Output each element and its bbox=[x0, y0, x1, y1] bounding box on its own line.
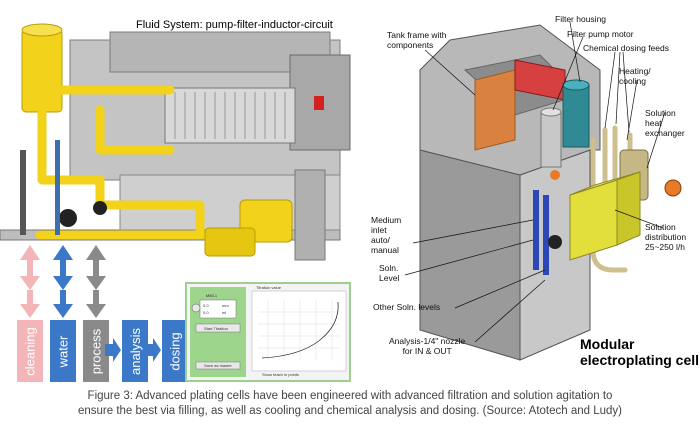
inlet-valve-knob bbox=[548, 235, 562, 249]
modular-cell-title: Modular electroplating cell bbox=[580, 336, 699, 368]
process-arrows bbox=[86, 245, 106, 318]
chart-grid bbox=[258, 300, 340, 360]
start-titration-button bbox=[195, 323, 241, 333]
filter-housing-cylinder bbox=[562, 84, 590, 148]
caption-line1: Figure 3: Advanced plating cells have be… bbox=[87, 390, 613, 402]
analysis-box bbox=[122, 320, 148, 382]
fluid-system-title: Fluid System: pump-filter-inductor-circu… bbox=[136, 19, 333, 31]
panel-unit2: ml bbox=[222, 310, 227, 315]
electroplating-cell-figure: Tank frame with components Filter housin… bbox=[365, 0, 700, 386]
leader-lines bbox=[404, 21, 666, 343]
small-orange-valve bbox=[550, 170, 560, 180]
arrow-right-2 bbox=[146, 338, 161, 362]
support-rod-1 bbox=[20, 150, 26, 235]
label-filter-pump-motor: Filter pump motor bbox=[567, 29, 634, 39]
panel-unit1: mm bbox=[222, 303, 229, 308]
tank-left-face bbox=[419, 149, 521, 361]
label-filter-housing: Filter housing bbox=[555, 14, 607, 24]
water-arrows bbox=[53, 245, 73, 318]
water-label: water bbox=[55, 335, 71, 367]
gauge-icon bbox=[191, 303, 201, 313]
modular-title-line2: electroplating cell bbox=[580, 352, 700, 368]
label-solution-heat-exchanger: Solution heat exchanger bbox=[645, 108, 685, 138]
analysis-label: analysis bbox=[127, 327, 143, 375]
show-points-checkbox[interactable]: Show teach in points bbox=[262, 372, 299, 377]
panel-box-id: M83.1 bbox=[206, 293, 218, 298]
valve-knob-1 bbox=[59, 209, 77, 227]
save-master-button bbox=[195, 361, 241, 370]
titration-curve bbox=[261, 301, 339, 359]
support-rod-2 bbox=[55, 140, 60, 235]
water-box bbox=[50, 320, 76, 382]
chart-title: Titration value bbox=[256, 285, 281, 290]
yellow-tank bbox=[21, 29, 63, 113]
fluid-system-illustration bbox=[0, 23, 351, 382]
process-label: process bbox=[88, 328, 104, 374]
level-tube-1 bbox=[533, 190, 539, 270]
dosing-label: dosing bbox=[167, 331, 183, 371]
orange-anode bbox=[474, 69, 516, 151]
figure-caption: Figure 3: Advanced plating cells have be… bbox=[0, 389, 700, 419]
heat-exchanger-valve bbox=[664, 179, 682, 197]
label-tank-frame: Tank frame with components bbox=[387, 30, 447, 50]
valve-knob-2 bbox=[93, 201, 107, 215]
pump-motor-cylinder bbox=[540, 111, 562, 168]
label-other-soln-levels: Other Soln. levels bbox=[373, 302, 441, 312]
filter-ribs bbox=[174, 92, 286, 139]
save-master-label[interactable]: Save as master bbox=[204, 363, 232, 368]
modular-title-line1: Modular bbox=[580, 336, 635, 352]
cleaning-label-box: cleaning bbox=[17, 320, 43, 382]
red-valve bbox=[314, 96, 324, 110]
caption-line2: ensure the best via filling, as well as … bbox=[77, 405, 622, 417]
label-chemical-dosing: Chemical dosing feeds bbox=[583, 43, 669, 53]
electroplating-cell-illustration bbox=[404, 21, 682, 361]
machine-right-leg bbox=[294, 169, 326, 261]
cleaning-label: cleaning bbox=[22, 326, 38, 376]
dosing-box bbox=[162, 320, 188, 382]
label-medium-inlet: Medium inlet auto/ manual bbox=[371, 215, 402, 255]
panel-val1: 0.0 bbox=[203, 303, 209, 308]
pump-body bbox=[204, 227, 256, 257]
process-box bbox=[83, 320, 109, 382]
water-label-box: water bbox=[50, 320, 76, 382]
label-analysis-nozzle: Analysis-1/4" nozzle for IN & OUT bbox=[389, 336, 466, 356]
yellow-tank-top bbox=[21, 23, 63, 37]
arrow-right-1 bbox=[105, 338, 121, 362]
level-tube-2 bbox=[543, 195, 549, 275]
start-titration-label[interactable]: Start Titration bbox=[204, 326, 228, 331]
fluid-system-figure: Fluid System: pump-filter-inductor-circu… bbox=[0, 0, 360, 386]
cleaning-arrows bbox=[20, 245, 40, 318]
analysis-label-box: analysis bbox=[122, 320, 148, 382]
label-soln-level: Soln. Level bbox=[379, 263, 400, 283]
cleaning-box bbox=[17, 320, 43, 382]
filter-unit bbox=[164, 87, 296, 144]
label-heating-cooling: Heating/ cooling bbox=[619, 66, 651, 86]
label-solution-distribution: Solution distribution 25~250 l/h bbox=[645, 222, 687, 252]
panel-val2: 0.0 bbox=[203, 310, 209, 315]
distribution-box-side bbox=[616, 171, 641, 246]
process-label-box: process bbox=[83, 320, 109, 382]
dosing-label-box: dosing bbox=[162, 320, 188, 382]
